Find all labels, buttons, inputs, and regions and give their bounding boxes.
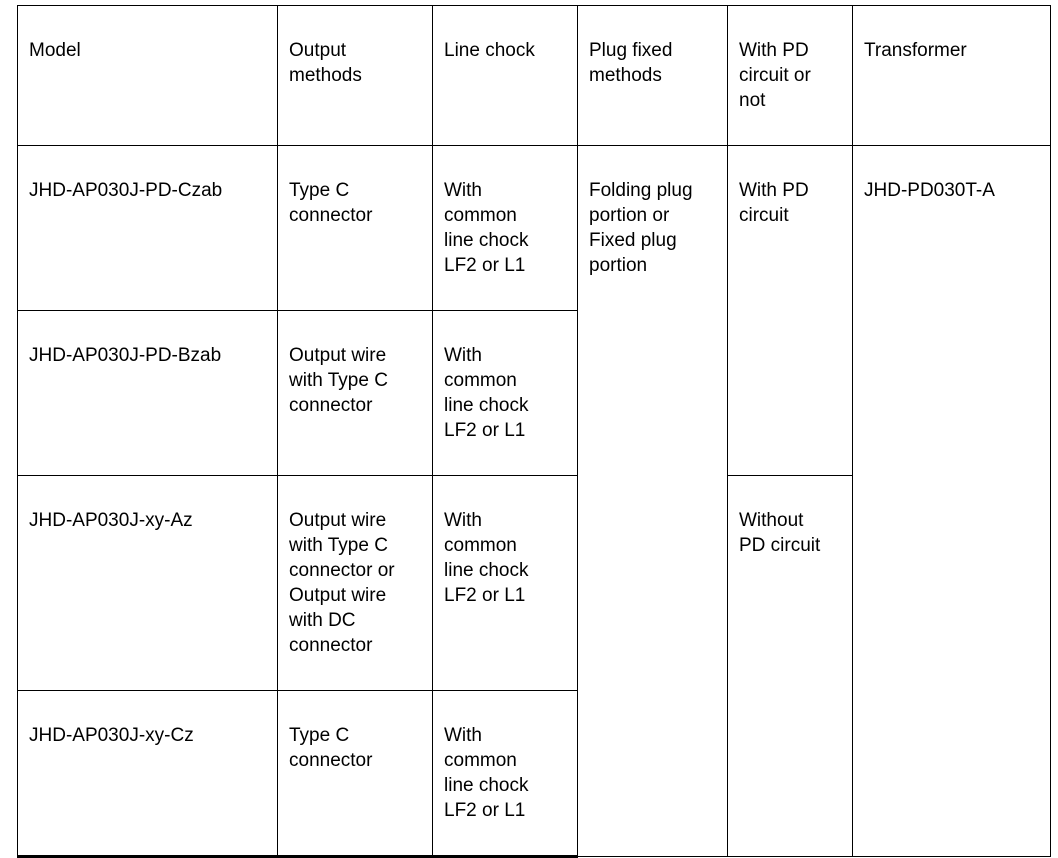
table-header-row: Model Output methods Line chock Plug fix… (17, 5, 1051, 146)
cell-pd-without-circuit-merged: Without PD circuit (727, 475, 853, 857)
cell-line-chock-text: With common line chock LF2 or L1 (444, 180, 529, 276)
cell-line-chock-text: With common line chock LF2 or L1 (444, 725, 529, 821)
table-row: JHD-AP030J-PD-Bzab Output wire with Type… (17, 310, 1051, 476)
cell-line-chock-text: With common line chock LF2 or L1 (444, 345, 529, 441)
cell-output-methods-text: Type C connector (289, 180, 373, 226)
column-header-plug-fixed-methods: Plug fixed methods (577, 5, 728, 146)
column-header-line-chock: Line chock (432, 5, 578, 146)
column-header-model-label: Model (29, 40, 81, 61)
cell-model-text: JHD-AP030J-PD-Bzab (29, 345, 222, 366)
cell-model: JHD-AP030J-PD-Czab (17, 145, 278, 311)
cell-output-methods: Type C connector (277, 690, 433, 858)
column-header-pd-circuit-label: With PD circuit or not (739, 40, 811, 111)
cell-transformer-merged: JHD-PD030T-A (852, 145, 1051, 857)
cell-plug-fixed-methods-text: Folding plug portion or Fixed plug porti… (589, 180, 693, 276)
page-root: Model Output methods Line chock Plug fix… (17, 5, 1051, 858)
cell-pd-without-circuit-text: Without PD circuit (739, 510, 821, 556)
column-header-pd-circuit: With PD circuit or not (727, 5, 853, 146)
cell-line-chock: With common line chock LF2 or L1 (432, 145, 578, 311)
cell-model: JHD-AP030J-PD-Bzab (17, 310, 278, 476)
column-header-output-methods-label: Output methods (289, 40, 362, 86)
cell-line-chock-text: With common line chock LF2 or L1 (444, 510, 529, 606)
table-row: JHD-AP030J-PD-Czab Type C connector With… (17, 145, 1051, 857)
cell-plug-fixed-methods-merged: Folding plug portion or Fixed plug porti… (577, 145, 728, 857)
cell-line-chock: With common line chock LF2 or L1 (432, 310, 578, 476)
cell-output-methods: Type C connector (277, 145, 433, 311)
column-header-model: Model (17, 5, 278, 146)
column-header-transformer-label: Transformer (864, 40, 967, 61)
cell-model: JHD-AP030J-xy-Az (17, 475, 278, 691)
cell-model-text: JHD-AP030J-xy-Cz (29, 725, 194, 746)
cell-pd-with-circuit-text: With PD circuit (739, 180, 809, 226)
table-row: JHD-AP030J-xy-Az Output wire with Type C… (17, 475, 1051, 857)
cell-output-methods: Output wire with Type C connector or Out… (277, 475, 433, 691)
cell-output-methods-text: Output wire with Type C connector (289, 345, 388, 416)
column-header-line-chock-label: Line chock (444, 40, 535, 61)
cell-model: JHD-AP030J-xy-Cz (17, 690, 278, 858)
column-header-transformer: Transformer (852, 5, 1051, 146)
cell-line-chock: With common line chock LF2 or L1 (432, 475, 578, 691)
cell-pd-with-circuit-merged: With PD circuit (727, 145, 853, 476)
cell-model-text: JHD-AP030J-PD-Czab (29, 180, 223, 201)
cell-output-methods: Output wire with Type C connector (277, 310, 433, 476)
cell-output-methods-text: Output wire with Type C connector or Out… (289, 510, 395, 656)
cell-line-chock: With common line chock LF2 or L1 (432, 690, 578, 858)
specification-table: Model Output methods Line chock Plug fix… (17, 5, 1051, 858)
cell-output-methods-text: Type C connector (289, 725, 373, 771)
cell-model-text: JHD-AP030J-xy-Az (29, 510, 193, 531)
column-header-output-methods: Output methods (277, 5, 433, 146)
column-header-plug-fixed-methods-label: Plug fixed methods (589, 40, 673, 86)
cell-transformer-text: JHD-PD030T-A (864, 180, 995, 201)
